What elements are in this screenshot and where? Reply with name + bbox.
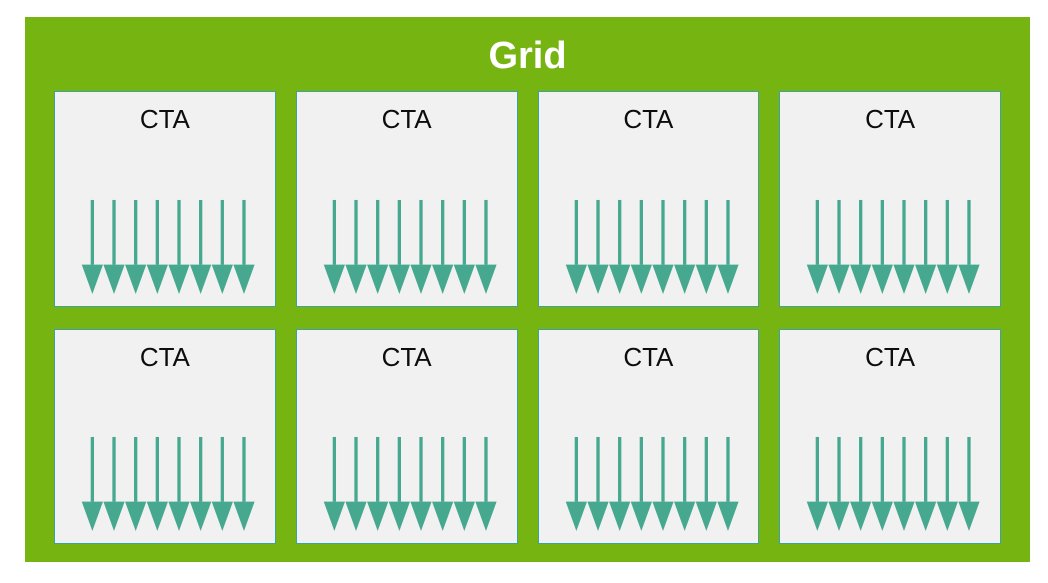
cta-block-label: CTA: [865, 104, 916, 134]
thread-arrows: [297, 435, 517, 533]
cta-block[interactable]: CTA: [537, 328, 760, 544]
thread-arrows: [55, 198, 275, 296]
cta-row: CTA CTA CTA CTA: [54, 91, 1001, 307]
cta-block[interactable]: CTA: [537, 91, 760, 307]
cta-block-label: CTA: [381, 104, 432, 134]
cta-block[interactable]: CTA: [295, 91, 518, 307]
cta-rows-container: CTA CTA CTA CTA CTA: [25, 91, 1030, 562]
thread-arrows: [780, 198, 1000, 296]
thread-arrows: [780, 435, 1000, 533]
cta-block[interactable]: CTA: [779, 328, 1001, 544]
thread-arrows: [55, 435, 275, 533]
cta-row: CTA CTA CTA CTA: [54, 328, 1001, 544]
cta-block[interactable]: CTA: [295, 328, 518, 544]
cta-block[interactable]: CTA: [54, 91, 276, 307]
thread-arrows: [539, 435, 759, 533]
cta-block[interactable]: CTA: [54, 328, 276, 544]
grid-panel: Grid CTA CTA CTA CTA: [25, 17, 1030, 562]
cta-block[interactable]: CTA: [779, 91, 1001, 307]
thread-arrows: [539, 198, 759, 296]
cta-block-label: CTA: [139, 341, 190, 372]
cta-block-label: CTA: [381, 341, 432, 372]
thread-arrows: [297, 198, 517, 296]
cta-block-label: CTA: [139, 104, 190, 134]
cta-block-label: CTA: [623, 104, 674, 134]
cta-block-label: CTA: [865, 341, 916, 372]
grid-title: Grid: [488, 35, 567, 77]
cta-block-label: CTA: [623, 341, 674, 372]
